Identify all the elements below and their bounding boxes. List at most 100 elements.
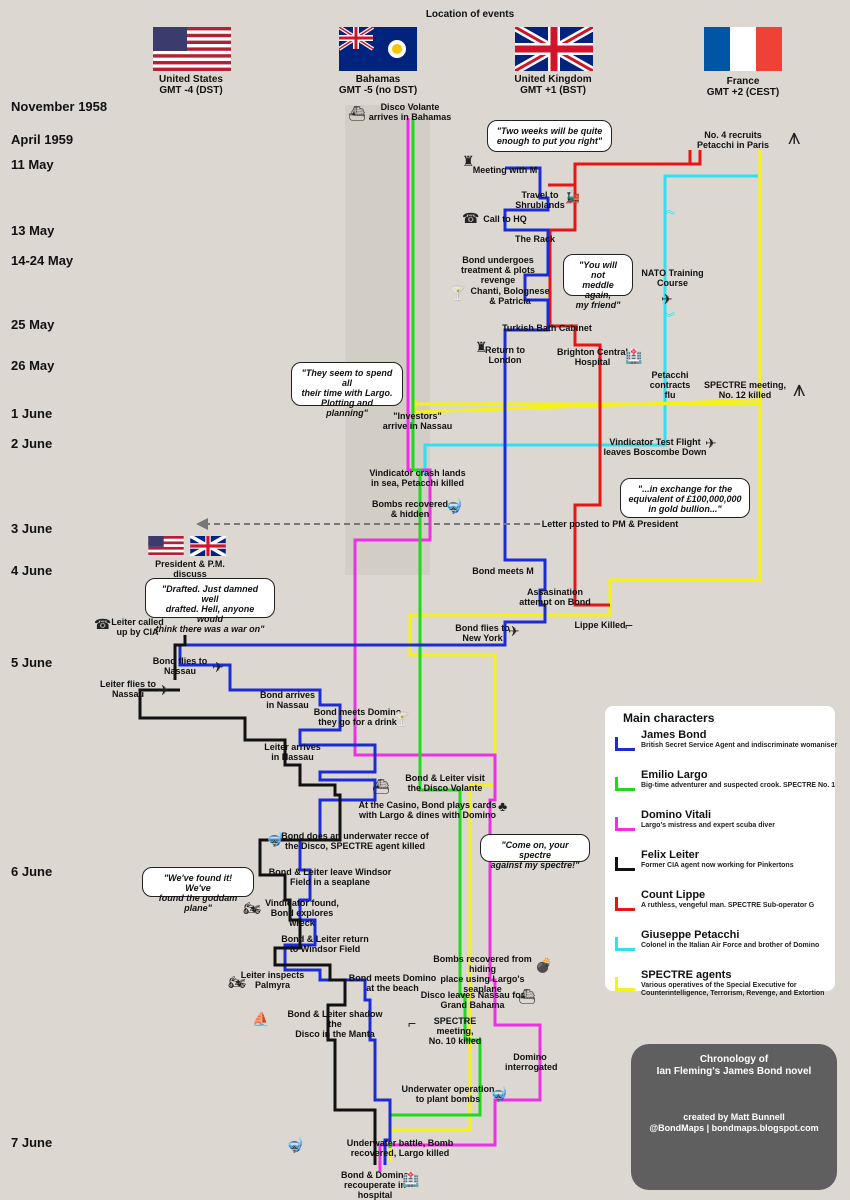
line-bond <box>178 166 550 1165</box>
quote-bubble: "We've found it! We've found the goddam … <box>142 867 254 913</box>
event-disco-arrives: Disco Volante arrives in Bahamas <box>368 102 452 122</box>
legend-item: Emilio Largo Big-time adventurer and sus… <box>615 769 835 805</box>
quote-bubble: "Drafted. Just damned well drafted. Hell… <box>145 578 275 634</box>
event-leave-windsor: Bond & Leiter leave Windsor Field in a s… <box>268 867 392 887</box>
event-return-windsor: Bond & Leiter return to Windsor Field <box>281 934 369 954</box>
event-leiter-arrives: Leiter arrives in Nassau <box>264 742 321 762</box>
line-lippe <box>548 150 692 187</box>
cocktail-icon: 🍸 <box>449 285 467 301</box>
date-label: 2 June <box>11 436 53 451</box>
event-petacchi-recruited: No. 4 recruits Petacchi in Paris <box>696 130 770 150</box>
cocktail-icon: 🍸 <box>393 711 411 727</box>
club-suit-icon: ♣ <box>498 798 508 814</box>
event-leiter-flies-nassau: Leiter flies to Nassau <box>99 679 156 699</box>
event-bond-meets-m: Bond meets M <box>472 566 534 576</box>
event-bond-meets-domino: Bond meets Domino they go for a drink <box>313 707 402 727</box>
event-return-london: Return to London <box>485 345 525 365</box>
big-ben-icon: ♜ <box>475 339 488 355</box>
event-meeting-m: Meeting with M <box>472 165 538 175</box>
date-label: 6 June <box>11 864 53 879</box>
event-disco-leaves: Disco leaves Nassau for Grand Bahama <box>420 990 525 1010</box>
legend-swatch <box>615 857 635 871</box>
event-the-rack: The Rack <box>514 234 556 244</box>
gun-icon: ⌐ <box>408 1015 417 1031</box>
event-bond-domino-beach: Bond meets Domino at the beach <box>348 973 437 993</box>
event-bond-flies-ny: Bond flies to New York <box>455 623 510 643</box>
ship-icon: ⛴ <box>348 105 366 121</box>
airplane-icon: ✈ <box>661 291 673 307</box>
event-casino: At the Casino, Bond plays cards with Lar… <box>358 800 497 820</box>
credits-title: Chronology of Ian Fleming's James Bond n… <box>656 1054 812 1077</box>
date-label: 25 May <box>11 317 55 332</box>
event-vindicator-test: Vindicator Test Flight leaves Boscombe D… <box>603 437 707 457</box>
event-pres-pm: President & P.M. discuss <box>155 559 225 579</box>
line-petacchi <box>663 174 758 235</box>
event-turkish-bath: Turkish Bath Cabinet <box>502 323 592 333</box>
event-call-hq: Call to HQ <box>483 214 527 224</box>
legend-item: Felix Leiter Former CIA agent now workin… <box>615 849 825 885</box>
date-label: 3 June <box>11 521 53 536</box>
date-label: 26 May <box>11 358 55 373</box>
line-spectre <box>388 150 762 1162</box>
quote-bubble: "They seem to spend all their time with … <box>291 362 403 418</box>
airplane-icon: ✈ <box>508 623 520 639</box>
legend-swatch <box>615 737 635 751</box>
event-spectre-meeting-12: SPECTRE meeting, No. 12 killed <box>703 380 786 400</box>
event-bombs-hiding: Bombs recovered from hiding place using … <box>433 954 532 994</box>
event-vindicator-crash: Vindicator crash lands in sea, Petacchi … <box>369 468 466 488</box>
quote-bubble: "Come on, your spectre against my spectr… <box>480 834 590 870</box>
line-domino <box>353 118 542 1172</box>
telephone-icon: ☎ <box>462 210 480 226</box>
line-spectre-b <box>413 398 761 414</box>
date-label: 7 June <box>11 1135 53 1150</box>
event-vindicator-found: Vindicator found, Bond explores wreck <box>265 898 339 928</box>
line-lippe-b <box>548 150 702 607</box>
event-bombs-recovered: Bombs recovered & hidden <box>371 499 449 519</box>
event-bond-treatment: Bond undergoes treatment & plots revenge <box>460 255 535 285</box>
credits-author: created by Matt Bunnell <box>683 1112 785 1122</box>
date-label: April 1959 <box>11 132 74 147</box>
event-underwater-battle: Underwater battle, Bomb recovered, Largo… <box>346 1138 454 1158</box>
event-lippe-killed: Lippe Killed <box>574 620 626 630</box>
france-flag-icon <box>704 27 782 71</box>
legend-item: Giuseppe Petacchi Colonel in the Italian… <box>615 929 825 965</box>
event-spectre-meeting-10: SPECTRE meeting, No. 10 killed <box>428 1016 482 1046</box>
legend-title: Main characters <box>623 711 715 725</box>
event-nato-course: NATO Training Course <box>641 268 704 288</box>
legend: Main characters James Bond British Secre… <box>605 706 837 997</box>
bahamas-flag-icon <box>339 27 417 71</box>
line-largo <box>388 118 482 1148</box>
gun-icon: ⌐ <box>625 617 634 633</box>
diver-icon: 🤿 <box>490 1086 508 1102</box>
event-assassination: Assasination attempt on Bond <box>519 587 591 607</box>
date-label: 14-24 May <box>11 253 74 268</box>
airplane-icon: ✈ <box>705 435 717 451</box>
event-underwater-op: Underwater operation to plant bombs <box>401 1084 495 1104</box>
airplane-icon: ✈ <box>158 682 170 698</box>
hospital-icon: 🏥 <box>625 348 643 364</box>
train-icon: 🚂 <box>565 190 580 204</box>
event-investors: "Investors" arrive in Nassau <box>382 411 453 431</box>
quote-bubble: "...in exchange for the equivalent of £1… <box>620 478 750 518</box>
date-label: 5 June <box>11 655 53 670</box>
event-visit-disco: Bond & Leiter visit the Disco Volante <box>405 773 485 793</box>
diver-icon: 🤿 <box>286 1137 304 1153</box>
svg-text:︾: ︾ <box>663 311 675 325</box>
quote-bubble: "You will not meddle again, my friend" <box>563 254 633 310</box>
legend-item: SPECTRE agents Various operatives of the… <box>615 969 825 1005</box>
eiffel-tower-icon: ⩚ <box>793 376 806 401</box>
event-bond-flies-nassau: Bond flies to Nassau <box>152 656 208 676</box>
ship-icon: ⛴ <box>372 778 390 794</box>
submarine-icon: ⛵ <box>252 1011 270 1027</box>
diagram-title: Location of events <box>425 9 515 20</box>
event-letter-posted: Letter posted to PM & President <box>541 519 679 529</box>
diver-icon: 🤿 <box>266 831 284 847</box>
date-label: 13 May <box>11 223 55 238</box>
us-flag-icon <box>148 536 184 556</box>
svg-text:︽: ︽ <box>663 203 675 217</box>
date-label: 1 June <box>11 406 53 421</box>
